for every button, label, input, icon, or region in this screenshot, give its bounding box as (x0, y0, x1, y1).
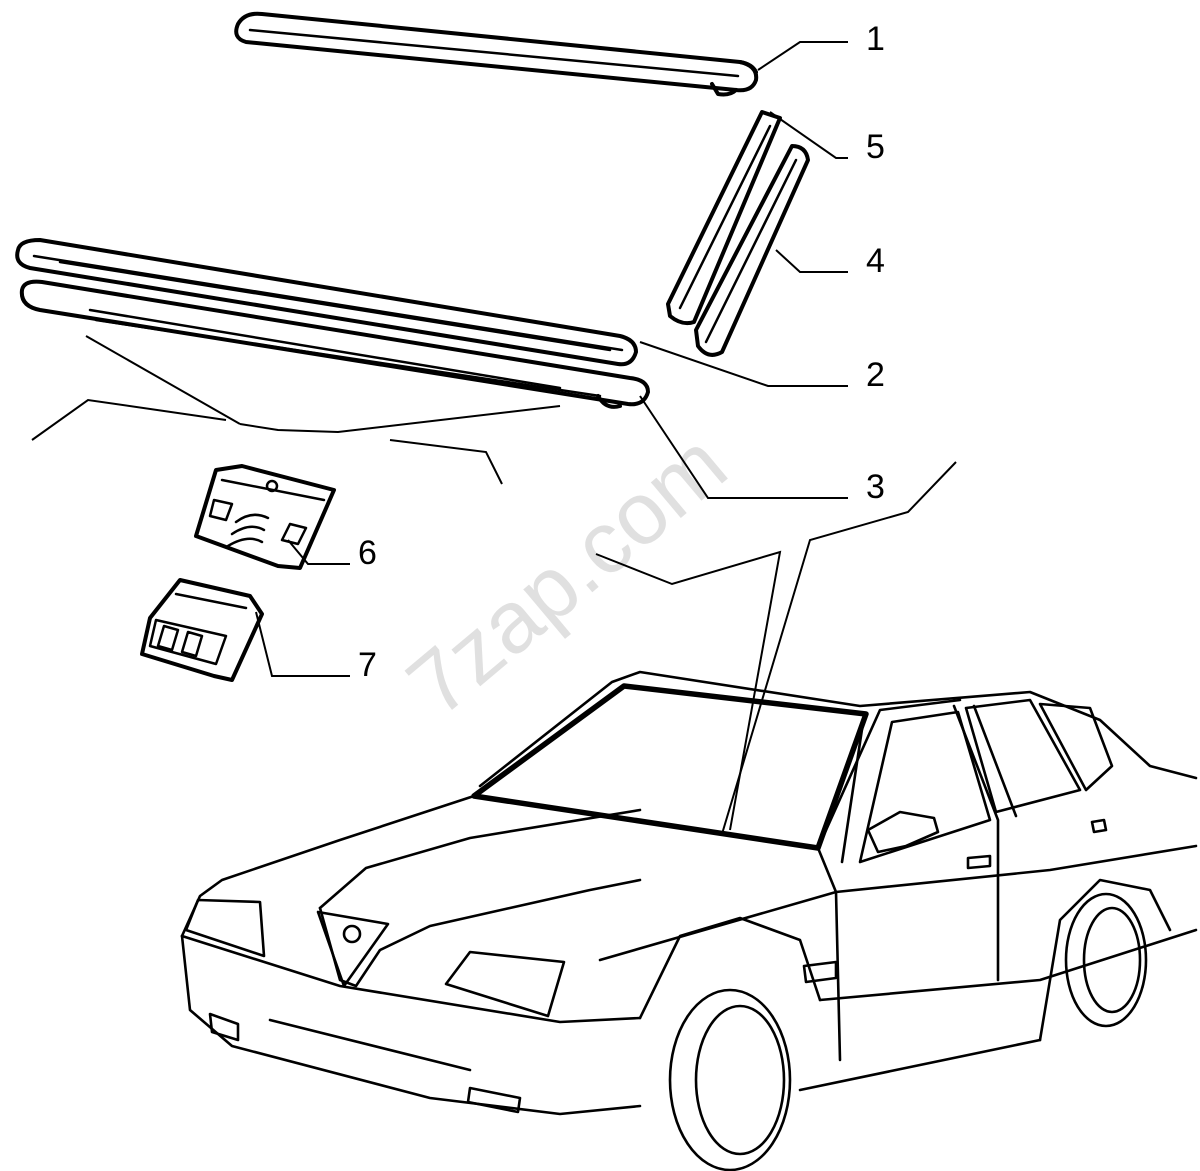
callout-6: 6 (358, 534, 377, 572)
callout-2: 2 (866, 356, 885, 394)
part-3-windshield-lower-seal (19, 279, 650, 409)
leader-lines (31, 41, 957, 835)
watermark-text: 7zap.com (389, 413, 745, 734)
part-1-roof-seal (234, 11, 759, 97)
part-5-pillar-seal (666, 110, 782, 326)
windshield-seal-highlight (471, 683, 869, 851)
part-6-clip (194, 464, 336, 570)
callout-5: 5 (866, 128, 885, 166)
car-illustration (180, 670, 1198, 1171)
part-2-windshield-upper-seal (15, 238, 638, 367)
callout-7: 7 (358, 646, 377, 684)
part-4-pillar-seal (694, 144, 810, 357)
part-7-clip (140, 578, 264, 682)
callout-4: 4 (866, 242, 885, 280)
callout-3: 3 (866, 468, 885, 506)
callout-1: 1 (866, 20, 885, 58)
callout-labels: 1 2 3 4 5 6 7 (358, 20, 885, 684)
